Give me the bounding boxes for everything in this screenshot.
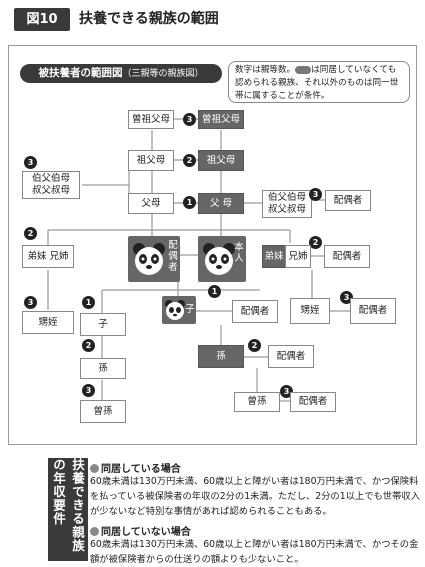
node-self: 本人 (198, 236, 246, 282)
cohabiting-text: 60歳未満は130万円未満、60歳以上と障がい者は180万円未満で、かつ保険料を… (90, 476, 420, 517)
node-siblings-left: 弟妹 兄姉 (22, 245, 74, 268)
degree-3-badge: 3 (309, 188, 322, 201)
degree-2-badge: 2 (248, 339, 261, 352)
cohabiting-heading: 同居している場合 (90, 460, 181, 475)
node-grandparents-left: 祖父母 (128, 150, 174, 171)
cohabiting-heading-text: 同居している場合 (101, 464, 181, 475)
node-child-white: 子 (80, 313, 126, 336)
not-cohabiting-heading-text: 同居していない場合 (101, 527, 191, 538)
degree-2-badge: 2 (183, 154, 196, 167)
child-dark-label: 子 (185, 304, 195, 315)
not-cohabiting-text: 60歳未満は130万円未満、60歳以上と障がい者は180万円未満で、かつその金額… (90, 539, 419, 565)
node-great-grandparents-right: 曽祖父母 (198, 110, 244, 129)
panda-icon (133, 243, 165, 275)
bullet-icon (90, 527, 99, 536)
figure-number-badge: 図10 (14, 8, 70, 31)
node-spouse-of-nephew: 配偶者 (350, 298, 396, 324)
degree-1-badge: 1 (183, 196, 196, 209)
node-nephew-niece-left: 甥姪 (22, 311, 74, 334)
degree-2-badge: 2 (82, 339, 95, 352)
subtitle-main: 被扶養者の範囲図 (38, 67, 123, 79)
node-grandparents-right: 祖父母 (198, 150, 244, 171)
node-child-dark: 子 (162, 296, 196, 324)
diagram-frame (8, 45, 417, 445)
panda-icon (165, 300, 185, 320)
node-great-grandchild-left: 曽孫 (80, 400, 126, 423)
node-siblings-right-white: 兄姉 (285, 245, 311, 268)
node-nephew-niece-right: 甥姪 (290, 298, 330, 324)
not-cohabiting-heading: 同居していない場合 (90, 523, 191, 538)
figure-title: 扶養できる親族の範囲 (79, 11, 219, 27)
degree-3-badge: 3 (24, 156, 37, 169)
node-spouse-of-siblings: 配偶者 (324, 245, 370, 268)
node-great-grandchild-right: 曽孫 (234, 392, 280, 412)
node-grandchild-white: 孫 (80, 358, 126, 379)
panda-icon (203, 243, 235, 275)
degree-3-badge: 3 (183, 113, 196, 126)
subtitle-paren: （三親等の親族図） (122, 69, 204, 79)
spouse-self-label: 配偶者 (168, 240, 178, 273)
node-spouse-of-great-grandchild: 配偶者 (290, 392, 336, 412)
degree-3-badge: 3 (24, 296, 37, 309)
node-parents-right: 父 母 (198, 193, 244, 214)
node-spouse-self: 配偶者 (128, 236, 180, 282)
node-aunt-uncle-right: 伯父伯母 叔父叔母 (262, 190, 312, 218)
dark-swatch-icon (295, 65, 312, 74)
node-grandchild-dark: 孫 (198, 345, 244, 368)
node-spouse-of-child: 配偶者 (232, 300, 278, 323)
degree-2-badge: 2 (24, 227, 37, 240)
degree-2-badge: 2 (309, 236, 322, 249)
legend-note: 数字は親等数。は同居していなくても認められる親族、それ以外のものは同一世帯に属す… (228, 61, 410, 103)
degree-1-badge: 1 (208, 285, 221, 298)
node-parents-left: 父母 (128, 193, 174, 214)
bullet-icon (90, 464, 99, 473)
node-great-grandparents-left: 曽祖父母 (128, 110, 174, 129)
node-aunt-uncle-left: 伯父伯母 叔父叔母 (22, 171, 80, 199)
node-spouse-of-grandchild: 配偶者 (268, 345, 314, 368)
degree-1-badge: 1 (82, 296, 95, 309)
self-label: 本人 (234, 242, 244, 264)
degree-3-badge: 3 (340, 291, 353, 304)
node-siblings-right-dark: 弟妹 (262, 245, 286, 268)
diagram-subtitle: 被扶養者の範囲図（三親等の親族図） (20, 64, 222, 83)
requirements-side-label: 扶養できる親族の年収要件 (48, 458, 88, 561)
note-part2: は同居していなくても認められる親族、それ以外のものは同一世帯に属することが条件。 (235, 65, 399, 101)
note-part1: 数字は親等数。 (235, 65, 296, 75)
degree-3-badge: 3 (280, 385, 293, 398)
degree-3-badge: 3 (82, 384, 95, 397)
node-spouse-of-aunt-uncle: 配偶者 (325, 190, 371, 211)
